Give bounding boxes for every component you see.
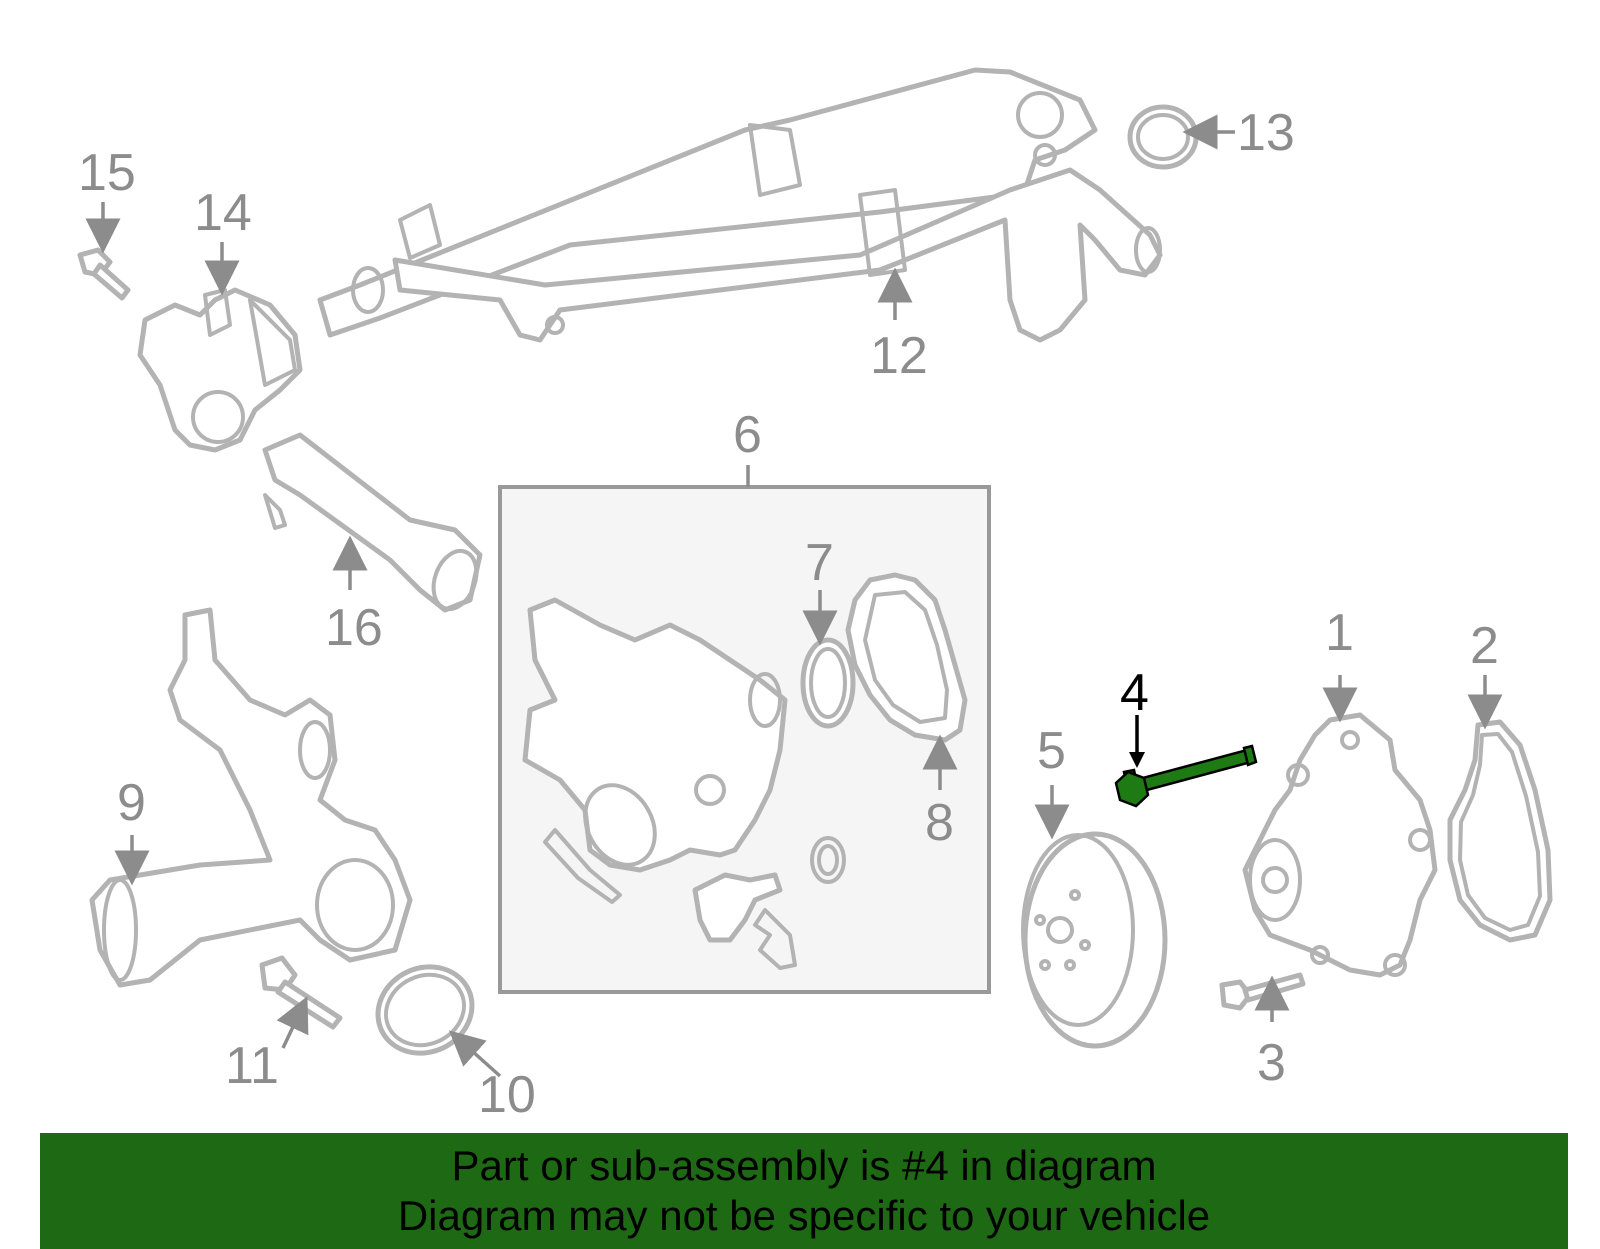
part-9-pipe[interactable]	[89, 607, 413, 988]
part-4-bolt-highlighted[interactable]	[1114, 744, 1258, 808]
retaining-clip[interactable]	[543, 828, 622, 904]
callout-1: 1	[1325, 604, 1354, 662]
info-banner: Part or sub-assembly is #4 in diagram Di…	[40, 1133, 1568, 1249]
part-7-seal-ring[interactable]	[800, 637, 856, 729]
callout-11: 11	[225, 1037, 279, 1095]
callout-6: 6	[733, 406, 762, 464]
water-outlet-housing[interactable]	[522, 597, 788, 877]
part-13-o-ring[interactable]	[1127, 104, 1199, 170]
small-o-ring[interactable]	[810, 836, 846, 884]
callout-2: 2	[1470, 617, 1499, 675]
callout-5: 5	[1037, 722, 1066, 780]
temperature-sensor[interactable]	[692, 872, 783, 943]
callout-3: 3	[1257, 1034, 1286, 1092]
callout-7: 7	[805, 534, 834, 592]
callout-10: 10	[478, 1066, 536, 1124]
callout-13: 13	[1237, 104, 1295, 162]
part-10-o-ring[interactable]	[364, 952, 487, 1069]
part-16-hose[interactable]	[262, 432, 484, 615]
callout-9: 9	[117, 774, 146, 832]
callout-4: 4	[1120, 664, 1149, 722]
callout-16: 16	[325, 599, 383, 657]
callout-12: 12	[870, 327, 928, 385]
part-14-thermostat-housing[interactable]	[137, 287, 303, 453]
callout-8: 8	[925, 794, 954, 852]
banner-line-2: Diagram may not be specific to your vehi…	[397, 1192, 1211, 1239]
part-15-bolt[interactable]	[77, 247, 131, 301]
sensor-clip[interactable]	[753, 908, 797, 970]
part-12-coolant-pipe[interactable]	[317, 67, 1163, 343]
part-11-bolt[interactable]	[259, 955, 343, 1030]
callout-14: 14	[194, 184, 252, 242]
callout-15: 15	[78, 144, 136, 202]
part-2-gasket[interactable]	[1447, 719, 1553, 943]
part-3-bolt[interactable]	[1219, 972, 1306, 1011]
banner-line-1: Part or sub-assembly is #4 in diagram	[451, 1142, 1157, 1189]
part-1-water-pump[interactable]	[1242, 712, 1438, 978]
callout-leaders	[85, 114, 1503, 1078]
part-5-pulley[interactable]	[1021, 831, 1168, 1049]
